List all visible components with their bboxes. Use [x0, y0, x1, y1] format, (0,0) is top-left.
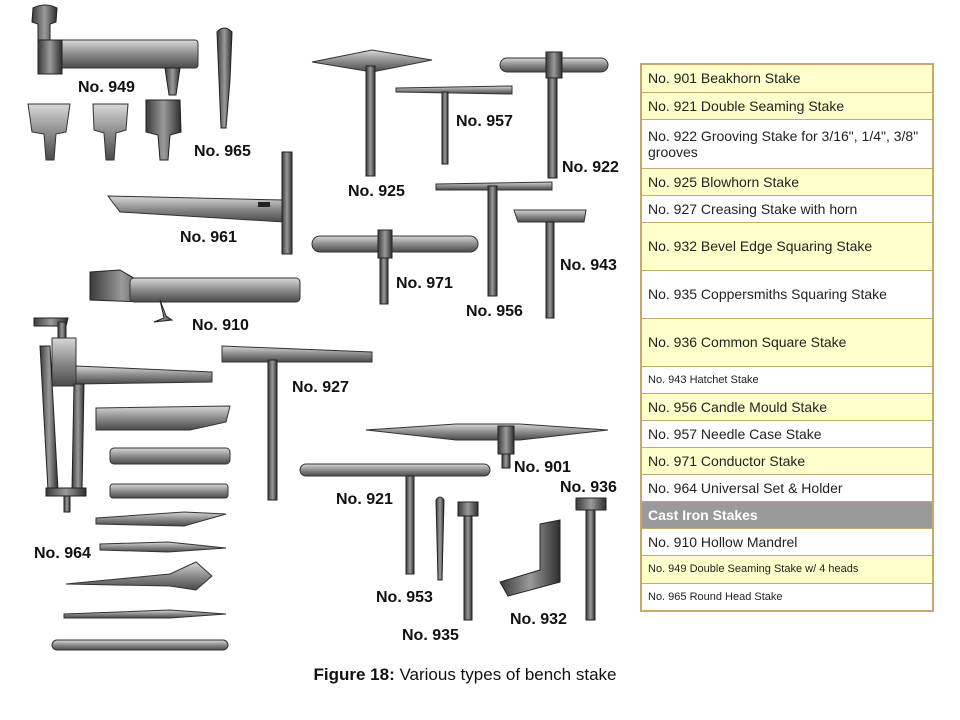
- table-row: No. 901 Beakhorn Stake: [640, 63, 934, 93]
- table-row: No. 956 Candle Mould Stake: [640, 392, 934, 421]
- stake-901: [365, 423, 609, 469]
- table-cell: No. 935 Coppersmiths Squaring Stake: [640, 269, 934, 319]
- label-no-935: No. 935: [402, 627, 459, 644]
- label-no-901: No. 901: [514, 459, 571, 476]
- label-no-971: No. 971: [396, 275, 453, 292]
- table-cell: No. 949 Double Seaming Stake w/ 4 heads: [640, 554, 934, 584]
- table-row: No. 932 Bevel Edge Squaring Stake: [640, 221, 934, 271]
- label-no-936: No. 936: [560, 479, 617, 496]
- table-row: No. 921 Double Seaming Stake: [640, 91, 934, 120]
- stake-932: [499, 519, 561, 597]
- bench-stake-figure: No. 949 No. 965 No. 925 No. 957 No. 922 …: [27, 4, 934, 651]
- table-row: No. 910 Hollow Mandrel: [640, 527, 934, 556]
- stake-961: [106, 151, 293, 255]
- table-cell: No. 971 Conductor Stake: [640, 446, 934, 475]
- table-row: No. 957 Needle Case Stake: [640, 419, 934, 448]
- stake-925: [311, 49, 433, 177]
- table-row: No. 971 Conductor Stake: [640, 446, 934, 475]
- table-cell: No. 932 Bevel Edge Squaring Stake: [640, 221, 934, 271]
- table-section-header: Cast Iron Stakes: [640, 500, 934, 529]
- table-cell: No. 921 Double Seaming Stake: [640, 91, 934, 120]
- caption-label: Figure 18:: [313, 665, 395, 684]
- table-row: No. 936 Common Square Stake: [640, 317, 934, 367]
- table-row: No. 943 Hatchet Stake: [640, 365, 934, 394]
- label-no-965: No. 965: [194, 143, 251, 160]
- stake-971: [311, 229, 479, 305]
- table-row: No. 964 Universal Set & Holder: [640, 473, 934, 502]
- label-no-927: No. 927: [292, 379, 349, 396]
- table-cell: No. 956 Candle Mould Stake: [640, 392, 934, 421]
- table-row: No. 965 Round Head Stake: [640, 582, 934, 612]
- table-row: No. 925 Blowhorn Stake: [640, 167, 934, 196]
- label-no-932: No. 932: [510, 611, 567, 628]
- stake-922: [499, 51, 609, 179]
- stake-910: [89, 269, 301, 323]
- table-row: No. 922 Grooving Stake for 3/16", 1/4", …: [640, 118, 934, 169]
- table-cell: No. 965 Round Head Stake: [640, 582, 934, 612]
- label-no-953: No. 953: [376, 589, 433, 606]
- table-cell: No. 943 Hatchet Stake: [640, 365, 934, 394]
- label-no-925: No. 925: [348, 183, 405, 200]
- label-no-910: No. 910: [192, 317, 249, 334]
- table-cell: No. 927 Creasing Stake with horn: [640, 194, 934, 223]
- stake-927: [221, 345, 373, 501]
- table-row: No. 935 Coppersmiths Squaring Stake: [640, 269, 934, 319]
- table-row: No. 927 Creasing Stake with horn: [640, 194, 934, 223]
- figure-caption: Figure 18: Various types of bench stake: [0, 665, 930, 685]
- stake-965: [216, 27, 233, 129]
- table-cell: No. 957 Needle Case Stake: [640, 419, 934, 448]
- label-no-957: No. 957: [456, 113, 513, 130]
- table-cell: No. 964 Universal Set & Holder: [640, 473, 934, 502]
- label-no-921: No. 921: [336, 491, 393, 508]
- table-row: No. 949 Double Seaming Stake w/ 4 heads: [640, 554, 934, 584]
- table-cell: No. 925 Blowhorn Stake: [640, 167, 934, 196]
- table-cell: No. 910 Hollow Mandrel: [640, 527, 934, 556]
- stake-935: [457, 501, 479, 621]
- caption-text: Various types of bench stake: [394, 665, 617, 684]
- stake-921: [299, 463, 491, 575]
- table-cell: No. 922 Grooving Stake for 3/16", 1/4", …: [640, 118, 934, 169]
- label-no-956: No. 956: [466, 303, 523, 320]
- label-no-922: No. 922: [562, 159, 619, 176]
- stake-956: [435, 181, 553, 297]
- table-cell: No. 936 Common Square Stake: [640, 317, 934, 367]
- stake-964: [33, 317, 231, 651]
- stake-953: [435, 496, 445, 581]
- stake-949: [27, 4, 199, 161]
- stake-943: [513, 209, 587, 319]
- stake-936: [575, 497, 607, 621]
- label-no-943: No. 943: [560, 257, 617, 274]
- table-cell: Cast Iron Stakes: [640, 500, 934, 529]
- label-no-961: No. 961: [180, 229, 237, 246]
- table-cell: No. 901 Beakhorn Stake: [640, 63, 934, 93]
- label-no-964: No. 964: [34, 545, 91, 562]
- stake-957: [395, 85, 513, 165]
- label-no-949: No. 949: [78, 79, 135, 96]
- bench-stakes-illustration: No. 949 No. 965 No. 925 No. 957 No. 922 …: [27, 4, 619, 651]
